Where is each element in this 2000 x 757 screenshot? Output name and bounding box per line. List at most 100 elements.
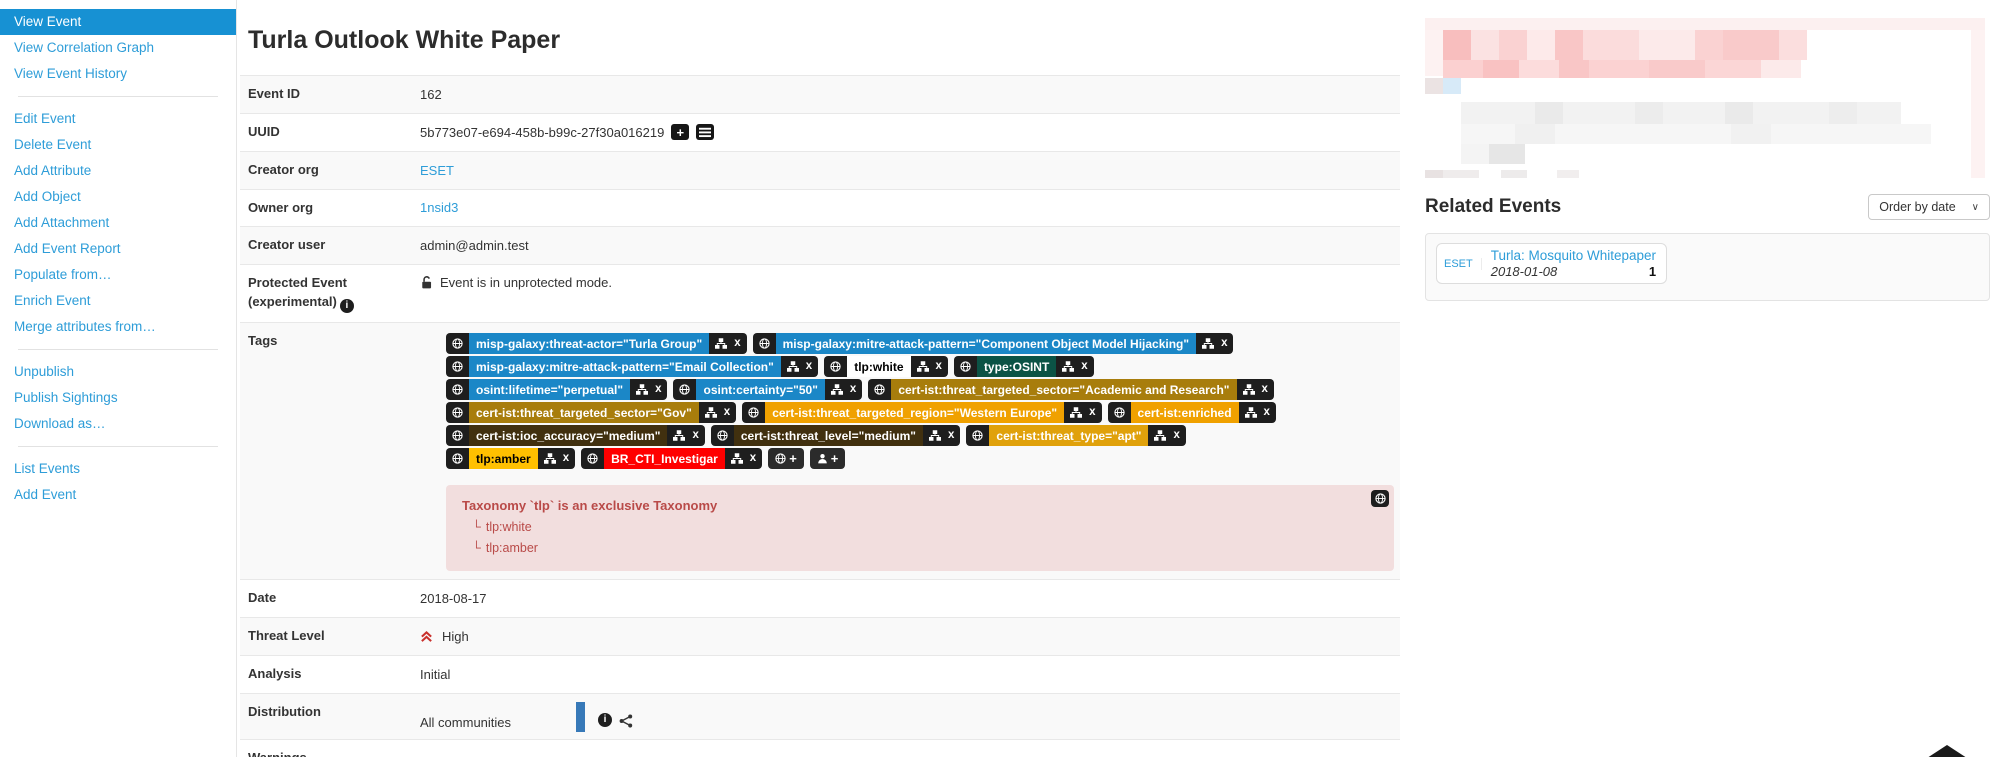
tag-label[interactable]: tlp:white xyxy=(847,356,911,378)
tag-actions: x xyxy=(1238,402,1276,424)
tag-label[interactable]: cert-ist:enriched xyxy=(1130,402,1239,424)
tag-globe-button[interactable] xyxy=(1107,402,1131,424)
tag-label[interactable]: misp-galaxy:mitre-attack-pattern="Email … xyxy=(469,356,781,378)
related-event-org[interactable]: ESET xyxy=(1444,257,1482,270)
tag-globe-button[interactable] xyxy=(446,448,469,470)
tag-globe-button[interactable] xyxy=(868,379,892,401)
remove-tag-button[interactable]: x xyxy=(562,452,570,465)
remove-tag-button[interactable]: x xyxy=(1261,383,1268,396)
tag-actions: x xyxy=(667,425,705,447)
tag-label[interactable]: type:OSINT xyxy=(976,356,1057,378)
redacted-pixel-block xyxy=(1425,78,1443,94)
tag-globe-button[interactable] xyxy=(446,425,469,447)
tag-label[interactable]: cert-ist:threat_level="medium" xyxy=(733,425,923,447)
correlation-graph-icon xyxy=(1202,338,1215,350)
event-row-event-id: Event ID 162 xyxy=(240,76,1400,114)
tag-label[interactable]: cert-ist:ioc_accuracy="medium" xyxy=(469,425,668,447)
correlation-graph-icon xyxy=(1244,407,1257,419)
info-icon[interactable]: i xyxy=(339,299,354,314)
tag-label[interactable]: tlp:amber xyxy=(469,448,538,470)
event-row-owner-org: Owner org 1nsid3 xyxy=(240,190,1400,228)
tag-globe-button[interactable] xyxy=(446,379,469,401)
order-by-date-select[interactable]: Order by date ∨ xyxy=(1868,194,1990,220)
correlation-graph-icon xyxy=(715,338,728,350)
tag-label[interactable]: cert-ist:threat_targeted_region="Western… xyxy=(765,402,1065,424)
remove-tag-button[interactable]: x xyxy=(805,360,813,373)
remove-tag-button[interactable]: x xyxy=(692,429,699,442)
remove-tag-button[interactable]: x xyxy=(849,383,857,396)
tag-cert-ist-threat-level-medium: cert-ist:threat_level="medium" x xyxy=(710,425,961,447)
scroll-top-arrow[interactable] xyxy=(1924,745,1970,757)
globe-icon-button[interactable] xyxy=(1371,490,1389,508)
tag-label[interactable]: misp-galaxy:threat-actor="Turla Group" xyxy=(469,333,710,355)
tag-label[interactable]: cert-ist:threat_targeted_sector="Gov" xyxy=(469,402,699,424)
related-events-title: Related Events xyxy=(1425,196,1562,217)
tag-globe-button[interactable] xyxy=(446,402,469,424)
remove-tag-button[interactable]: x xyxy=(1089,406,1096,419)
tag-globe-button[interactable] xyxy=(966,425,990,447)
tag-globe-button[interactable] xyxy=(581,448,605,470)
owner-org-link[interactable]: 1nsid3 xyxy=(420,200,459,216)
event-row-warnings: Warnings Distribution: xyxy=(240,740,1400,757)
distribution-info-icon[interactable]: i xyxy=(598,712,613,727)
related-event-count: 1 xyxy=(1648,264,1657,279)
tag-globe-button[interactable] xyxy=(752,333,776,355)
tag-label[interactable]: BR_CTI_Investigar xyxy=(604,448,725,470)
remove-tag-button[interactable]: x xyxy=(1173,429,1180,442)
sidebar-item-add-attachment[interactable]: Add Attachment xyxy=(14,215,110,230)
sidebar-item-add-attribute[interactable]: Add Attribute xyxy=(14,163,92,178)
remove-tag-button[interactable]: x xyxy=(734,337,741,350)
tag-label[interactable]: cert-ist:threat_targeted_sector="Academi… xyxy=(891,379,1237,401)
sidebar-item-view-event-history[interactable]: View Event History xyxy=(14,66,128,81)
sidebar-item-merge-attributes-from[interactable]: Merge attributes from… xyxy=(14,319,156,334)
tag-label[interactable]: cert-ist:threat_type="apt" xyxy=(989,425,1149,447)
taxonomy-warning: Taxonomy `tlp` is an exclusive Taxonomy … xyxy=(446,485,1394,572)
sidebar-item-delete-event[interactable]: Delete Event xyxy=(14,137,92,152)
tag-actions: x xyxy=(1064,402,1102,424)
sidebar-item-add-object[interactable]: Add Object xyxy=(14,189,81,204)
creator-org-link[interactable]: ESET xyxy=(420,162,454,178)
event-row-analysis: Analysis Initial xyxy=(240,656,1400,694)
remove-tag-button[interactable]: x xyxy=(1081,360,1088,373)
distribution-label: Distribution xyxy=(248,703,321,719)
tag-globe-button[interactable] xyxy=(673,379,697,401)
remove-tag-button[interactable]: x xyxy=(935,360,942,373)
add-global-tag-button[interactable]: + xyxy=(768,448,804,470)
sidebar-item-publish-sightings[interactable]: Publish Sightings xyxy=(14,390,118,405)
sidebar-item-view-event[interactable]: View Event xyxy=(0,9,236,35)
tag-globe-button[interactable] xyxy=(824,356,848,378)
tag-label[interactable]: misp-galaxy:mitre-attack-pattern="Compon… xyxy=(775,333,1197,355)
remove-tag-button[interactable]: x xyxy=(749,452,757,465)
remove-tag-button[interactable]: x xyxy=(947,429,955,442)
related-event-link[interactable]: Turla: Mosquito Whitepaper xyxy=(1490,248,1657,263)
remove-tag-button[interactable]: x xyxy=(1263,406,1270,419)
remove-tag-button[interactable]: x xyxy=(723,406,731,419)
tag-globe-button[interactable] xyxy=(742,402,766,424)
tag-label[interactable]: osint:lifetime="perpetual" xyxy=(469,379,631,401)
tag-globe-button[interactable] xyxy=(446,356,469,378)
remove-tag-button[interactable]: x xyxy=(1221,337,1228,350)
redacted-pixel-block xyxy=(1557,170,1579,178)
sidebar-item-download-as[interactable]: Download as… xyxy=(14,416,106,431)
sidebar-item-view-correlation-graph[interactable]: View Correlation Graph xyxy=(14,40,155,55)
event-view: Turla Outlook White Paper Event ID 162 U… xyxy=(240,0,1400,757)
sidebar-item-enrich-event[interactable]: Enrich Event xyxy=(14,293,91,308)
tag-globe-button[interactable] xyxy=(953,356,977,378)
sidebar-item-add-event-report[interactable]: Add Event Report xyxy=(14,241,121,256)
globe-icon xyxy=(1113,407,1125,418)
sidebar-item-unpublish[interactable]: Unpublish xyxy=(14,364,75,379)
list-lines-icon[interactable] xyxy=(696,124,715,141)
related-panel: Related Events Order by date ∨ ESET Turla… xyxy=(1425,0,1990,301)
sidebar-item-list-events[interactable]: List Events xyxy=(14,461,81,476)
share-icon[interactable] xyxy=(619,714,633,728)
plus-square-icon[interactable]: + xyxy=(671,124,690,141)
event-row-threat-level: Threat Level High xyxy=(240,618,1400,656)
tag-label[interactable]: osint:certainty="50" xyxy=(696,379,825,401)
tag-globe-button[interactable] xyxy=(446,333,469,355)
add-local-tag-button[interactable]: + xyxy=(809,448,846,470)
sidebar-item-add-event[interactable]: Add Event xyxy=(14,487,77,502)
sidebar-item-populate-from[interactable]: Populate from… xyxy=(14,267,112,282)
remove-tag-button[interactable]: x xyxy=(655,383,662,396)
sidebar-item-edit-event[interactable]: Edit Event xyxy=(14,111,76,126)
tag-globe-button[interactable] xyxy=(710,425,734,447)
